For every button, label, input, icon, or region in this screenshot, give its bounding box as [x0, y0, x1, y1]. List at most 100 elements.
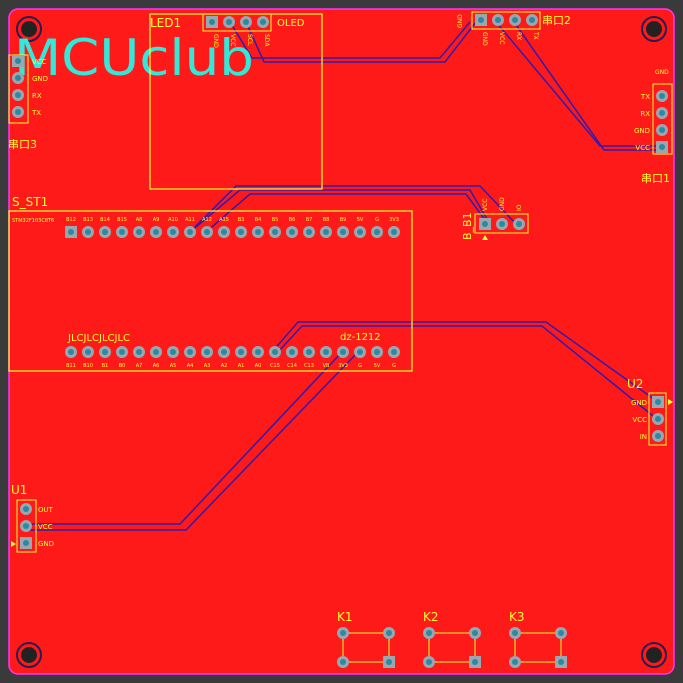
pad-hole	[478, 17, 484, 23]
pad-hole	[482, 221, 488, 227]
pad-hole	[23, 540, 29, 546]
push-button: K1	[337, 610, 395, 668]
mcu-bottom-pin	[82, 346, 94, 358]
pad-hole	[306, 229, 312, 235]
mcu-bottom-pin	[320, 346, 332, 358]
pin-label: A9	[153, 217, 160, 223]
pad-hole	[85, 229, 91, 235]
pad-hole	[472, 659, 478, 665]
u1-pin	[20, 503, 32, 515]
uart1-pin	[656, 124, 668, 136]
pin-label: 3V3	[338, 363, 348, 369]
button-pad	[383, 627, 395, 639]
pad-hole	[357, 229, 363, 235]
mcu-top-pin	[218, 226, 230, 238]
trace	[229, 21, 471, 59]
button-designator: K3	[509, 610, 525, 624]
pad-hole	[243, 19, 249, 25]
pad-hole	[255, 349, 261, 355]
mcu-outline	[8, 210, 413, 372]
mcu-top-pin	[252, 226, 264, 238]
pad-hole	[472, 630, 478, 636]
pad-hole	[209, 19, 215, 25]
pin-label: GND	[481, 32, 488, 46]
pin-label: RX	[515, 32, 522, 40]
push-button: K2	[423, 610, 481, 668]
mcu-bottom-pin	[252, 346, 264, 358]
pin-label: TX	[31, 109, 41, 117]
pad-hole	[340, 659, 346, 665]
uart3-pin	[12, 55, 24, 67]
buttons: K1 K2 K3	[337, 610, 567, 668]
mounting-hole	[646, 21, 662, 37]
pin-label: RX	[32, 92, 42, 100]
mcu-bottom-pin	[65, 346, 77, 358]
pad-hole	[495, 17, 501, 23]
pad-hole	[659, 127, 665, 133]
pin-label: B14	[100, 217, 110, 223]
pad-hole	[102, 229, 108, 235]
button-outline	[342, 632, 390, 663]
pad-hole	[15, 109, 21, 115]
mounting-hole	[21, 647, 37, 663]
pad-hole	[15, 58, 21, 64]
uart1-header-label: GND	[655, 69, 669, 76]
pad-hole	[170, 229, 176, 235]
uart1-pin	[656, 90, 668, 102]
pin-label: A10	[168, 217, 178, 223]
pin-label: A5	[170, 363, 177, 369]
pad-hole	[23, 506, 29, 512]
mcu-top-pin	[116, 226, 128, 238]
pad-hole	[426, 659, 432, 665]
mcu-part-label: dz-1212	[340, 332, 381, 343]
mcu-module: S_ST1 STM32F103C8T6 JLCJLCJLCJLC dz-1212…	[8, 195, 413, 372]
pin-label: A12	[202, 217, 212, 223]
pad-hole	[391, 349, 397, 355]
mcu-top-pin	[184, 226, 196, 238]
button-pad	[337, 656, 349, 668]
pin-label: A15	[219, 217, 229, 223]
button-pad	[469, 627, 481, 639]
pad-hole	[221, 229, 227, 235]
pin-label: SDA	[263, 34, 270, 47]
pin-label: A8	[136, 217, 143, 223]
pin-label: C15	[270, 363, 280, 369]
pin-label: 3V3	[389, 217, 399, 223]
pad-hole	[136, 229, 142, 235]
button-designator: K2	[423, 610, 439, 624]
mcu-top-pin	[371, 226, 383, 238]
pin1-marker	[668, 399, 673, 405]
pin-label: GND	[212, 34, 219, 48]
mcu-top-pin	[337, 226, 349, 238]
pin-label: GND	[38, 540, 54, 548]
mcu-top-pin	[167, 226, 179, 238]
oled-pin	[206, 16, 218, 28]
push-button: K3	[509, 610, 567, 668]
uart3-pin	[12, 106, 24, 118]
uart3-pin	[12, 89, 24, 101]
pad-hole	[136, 349, 142, 355]
pad-hole	[238, 349, 244, 355]
button-pad	[509, 627, 521, 639]
pin-label: B5	[272, 217, 279, 223]
uart2-header	[471, 11, 541, 30]
pad-hole	[289, 229, 295, 235]
uart2-header-label: GND	[457, 14, 464, 28]
button-designator: K1	[337, 610, 353, 624]
pin-label: 5V	[357, 217, 364, 223]
pad-hole	[512, 630, 518, 636]
pad-hole	[512, 659, 518, 665]
buzzer-pin	[479, 218, 491, 230]
trace	[271, 321, 659, 403]
pad-hole	[357, 349, 363, 355]
pin1-marker	[482, 235, 488, 240]
pin-label: G	[392, 363, 396, 369]
pad-hole	[187, 349, 193, 355]
mcu-bottom-pin	[116, 346, 128, 358]
pin-label: GND	[631, 399, 647, 407]
